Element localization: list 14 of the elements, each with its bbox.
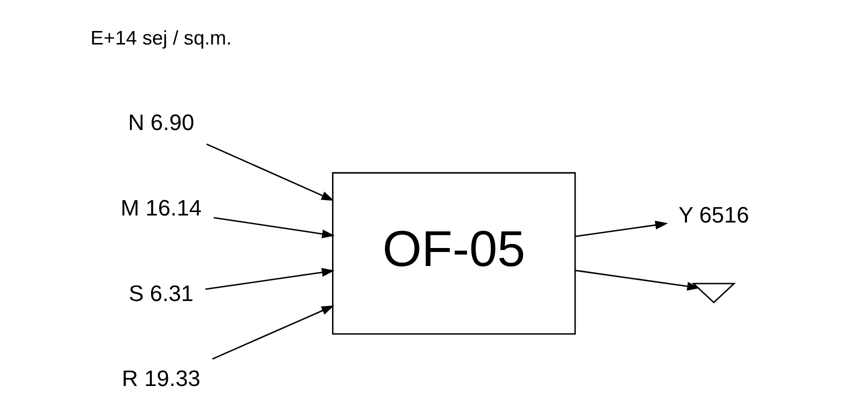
node-text: N 6.90 (128, 110, 194, 135)
node-ground (692, 282, 736, 304)
arrow (206, 143, 334, 201)
label: E+14 sej / sq.m. (90, 27, 232, 50)
arrow (205, 268, 335, 290)
node-box: OF-05 (332, 172, 576, 335)
arrow (212, 305, 334, 360)
arrow (214, 216, 335, 238)
node-text: M 16.14 (120, 195, 202, 220)
arrow (575, 220, 668, 238)
node-text: S 6.31 (128, 280, 194, 306)
node-text: Y 6516 (678, 202, 750, 228)
node-text: R 19.33 (122, 366, 200, 392)
arrow (575, 270, 700, 291)
